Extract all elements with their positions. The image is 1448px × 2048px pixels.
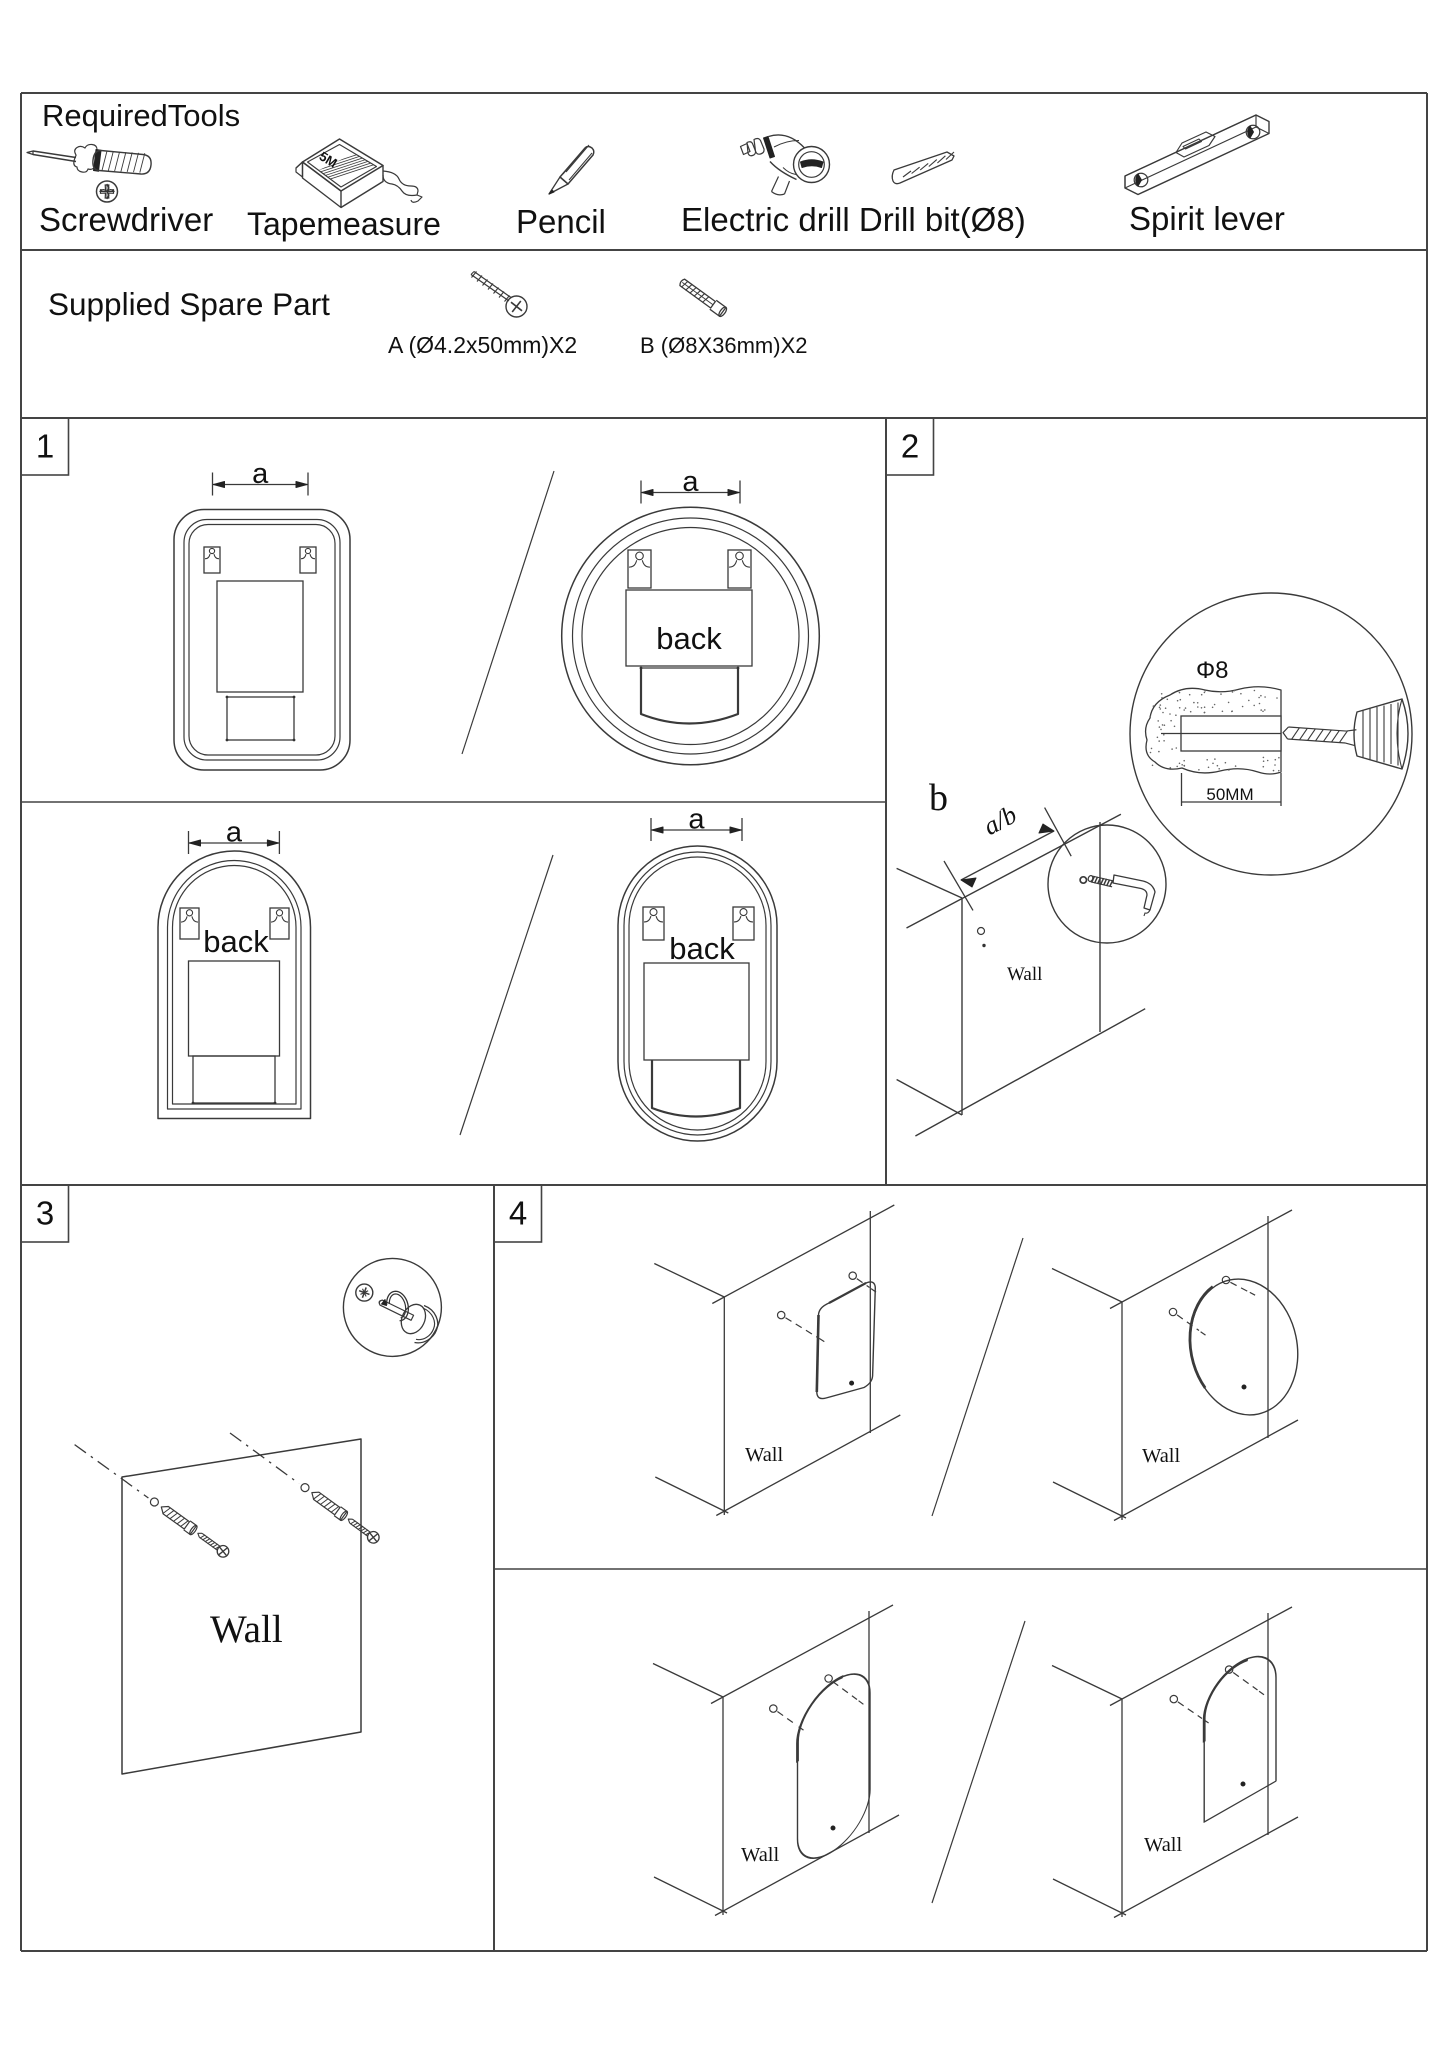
svg-text:Wall: Wall [745,1444,784,1466]
svg-text:Pencil: Pencil [516,203,606,240]
svg-text:Screwdriver: Screwdriver [39,201,213,238]
svg-text:1: 1 [36,428,54,465]
svg-text:back: back [203,924,269,959]
svg-text:a/b: a/b [979,800,1022,841]
svg-text:A (Ø4.2x50mm)X2: A (Ø4.2x50mm)X2 [388,332,577,358]
svg-text:back: back [656,621,722,656]
svg-text:2: 2 [901,428,919,465]
svg-text:Wall: Wall [741,1844,780,1866]
svg-text:Φ8: Φ8 [1196,657,1229,684]
svg-text:Spirit lever: Spirit lever [1129,200,1285,237]
svg-text:Supplied Spare Part: Supplied Spare Part [48,286,330,322]
svg-text:B (Ø8X36mm)X2: B (Ø8X36mm)X2 [640,333,808,358]
svg-text:b: b [929,777,948,819]
svg-text:Wall: Wall [1142,1445,1181,1467]
svg-text:a: a [226,817,243,849]
svg-text:Tapemeasure: Tapemeasure [247,206,441,242]
svg-text:a: a [252,458,269,490]
svg-text:Wall: Wall [210,1608,283,1651]
svg-text:a: a [682,466,699,498]
svg-text:back: back [669,931,735,966]
svg-text:RequiredTools: RequiredTools [42,98,240,133]
svg-text:50MM: 50MM [1206,785,1253,804]
svg-text:4: 4 [509,1195,527,1232]
svg-text:a: a [688,804,705,836]
svg-text:Electric drill Drill bit(Ø8): Electric drill Drill bit(Ø8) [681,201,1026,238]
svg-text:Wall: Wall [1144,1834,1183,1856]
svg-text:Wall: Wall [1007,964,1042,985]
svg-text:3: 3 [36,1195,54,1232]
